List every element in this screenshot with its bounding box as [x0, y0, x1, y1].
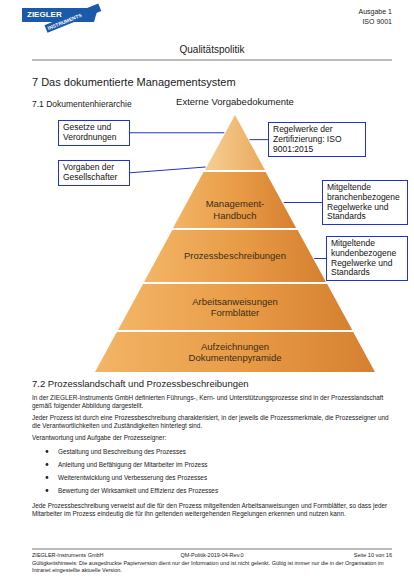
callout-text: Mitgeltende branchenbezogene Regelwerke …: [327, 183, 403, 222]
callout-box: Vorgaben der Gesellschafter: [58, 160, 130, 186]
callout-connector: [284, 202, 322, 203]
bullet-dot: [46, 489, 49, 492]
pyramid-face: [118, 284, 352, 330]
footer-docid: QM-Politik-2019-04-Rev.0: [32, 552, 392, 559]
callout-text: Mitgeltende kundenbezogene Regelwerke un…: [331, 239, 403, 278]
pyramid-face: [95, 332, 375, 372]
callout-box: Mitgeltende branchenbezogene Regelwerke …: [322, 180, 408, 225]
footer-note: Gültigkeitshinweis: Die ausgedruckte Pap…: [32, 560, 394, 574]
pyramid-level-text: Prozessbeschreibungen: [184, 250, 286, 261]
bullet-item: Gestaltung und Beschreibung des Prozesse…: [58, 448, 388, 456]
callout-connector: [249, 139, 268, 140]
bullet-dot: [46, 463, 49, 466]
callout-connector: [130, 167, 206, 173]
pyramid-level-text: Aufzeichnungen: [201, 341, 269, 352]
pyramid-band: Arbeitsanweisungen Formblätter: [118, 284, 352, 330]
bullet-dot: [46, 476, 49, 479]
pyramid-heading: Externe Vorgabedokumente: [176, 96, 294, 107]
callout-box: Regelwerke der Zertifizierung: ISO 9001:…: [268, 122, 366, 157]
header-rule: [32, 60, 392, 61]
footer-company: ZIEGLER-Instruments GmbH: [32, 552, 152, 559]
pyramid-level-text: Dokumentenpyramide: [189, 352, 282, 363]
callout-text: Vorgaben der Gesellschafter: [63, 163, 125, 183]
subsection-heading: 7.2 Prozesslandschaft und Prozessbeschre…: [32, 378, 392, 389]
pyramid-face: [173, 172, 296, 228]
callout-box: Mitgeltende kundenbezogene Regelwerke un…: [326, 236, 408, 281]
callout-connector: [314, 258, 326, 259]
header-title: Qualitätspolitik: [32, 44, 392, 56]
body-paragraph: Jede Prozessbeschreibung verweist auf di…: [32, 502, 394, 518]
bullet-dot: [46, 450, 49, 453]
pyramid-face: [205, 115, 265, 170]
pyramid-band: Prozessbeschreibungen: [144, 230, 326, 282]
pyramid-level-text: Management-Handbuch: [202, 198, 268, 221]
bullet-item: Anleitung und Befähigung der Mitarbeiter…: [58, 461, 388, 469]
callout-text: Gesetze und Verordnungen: [63, 123, 125, 143]
body-paragraph: In der ZIEGLER-Instruments GmbH definier…: [32, 394, 394, 410]
pyramid-band: AufzeichnungenDokumentenpyramide: [95, 332, 375, 372]
pyramid-face: [144, 230, 326, 282]
callout-box: Gesetze und Verordnungen: [58, 120, 130, 146]
footer-rule: [32, 549, 392, 550]
callout-text: Regelwerke der Zertifizierung: ISO 9001:…: [273, 125, 361, 154]
bullet-item: Weiterentwicklung und Verbesserung des P…: [58, 474, 388, 482]
body-paragraph: Jeder Prozess ist durch eine Prozessbesc…: [32, 414, 394, 430]
section-heading: 7 Das dokumentierte Managementsystem: [32, 76, 392, 89]
pyramid-band: Management-Handbuch: [173, 172, 296, 228]
footer-page: Seite 10 von 16: [300, 552, 392, 559]
subsection-heading: 7.1 Dokumentenhierarchie: [32, 99, 162, 109]
bullet-item: Bewertung der Wirksamkeit und Effizienz …: [58, 487, 388, 495]
standard-note: ISO 9001: [322, 18, 392, 26]
edition-note: Ausgabe 1: [322, 8, 392, 16]
body-paragraph: Verantwortung und Aufgabe der Prozesseig…: [32, 434, 394, 442]
callout-connector: [130, 132, 224, 133]
pyramid-level-text: Arbeitsanweisungen Formblätter: [185, 296, 285, 319]
